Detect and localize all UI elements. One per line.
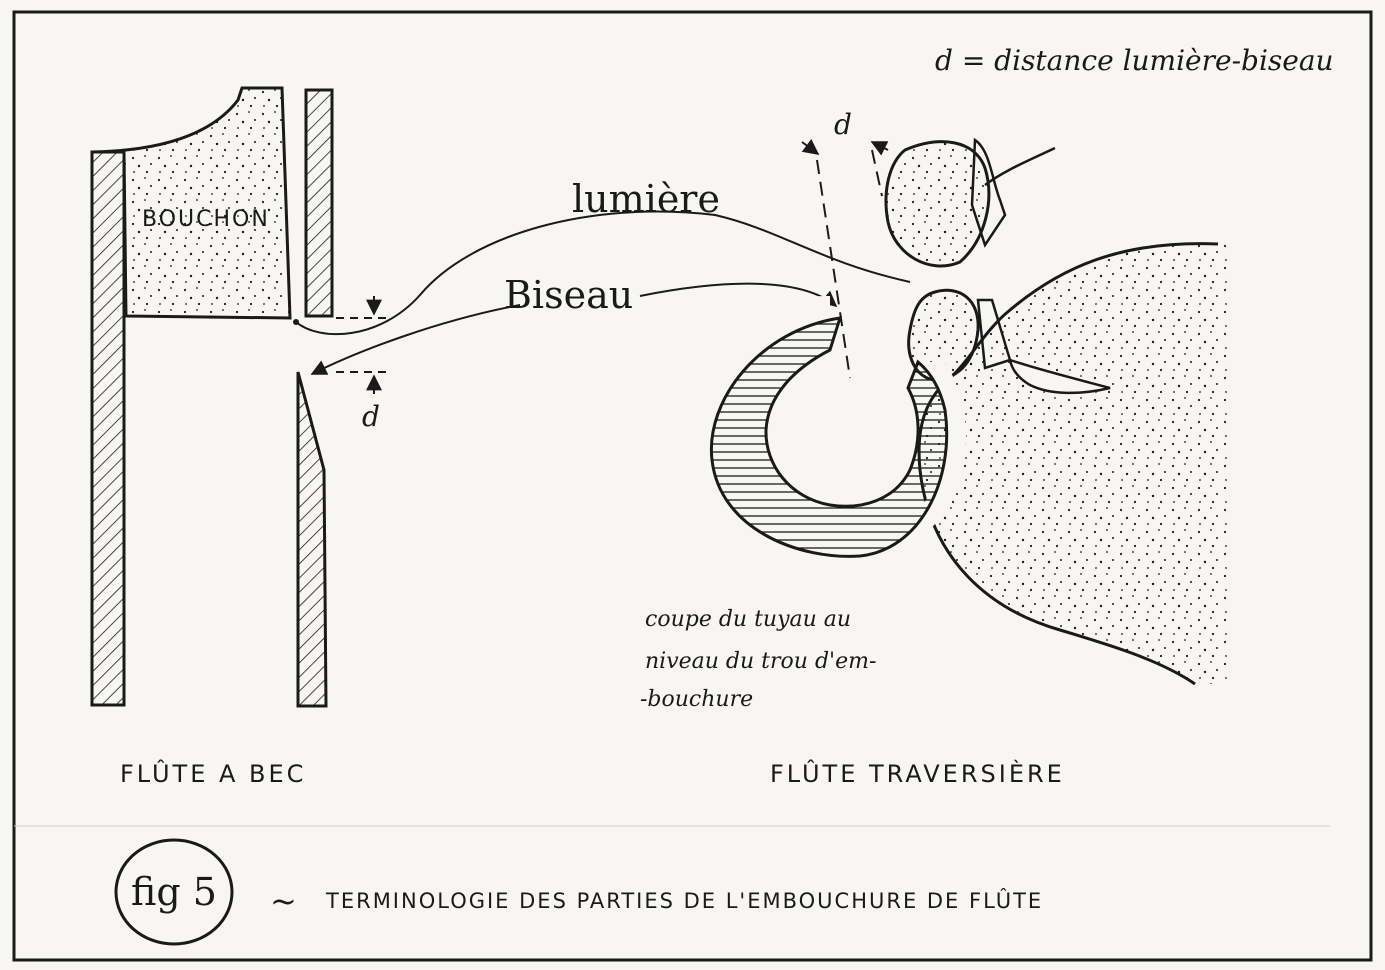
fig-separator: ~ bbox=[270, 882, 297, 920]
legend-d-definition: d = distance lumière-biseau bbox=[935, 44, 1334, 77]
upper-face-line bbox=[985, 148, 1055, 185]
d-right-arrow-right bbox=[872, 142, 888, 150]
coupe-line-3: -bouchure bbox=[640, 687, 753, 712]
bouchon-label: BOUCHON bbox=[142, 207, 270, 232]
biseau-arrow-left bbox=[312, 305, 520, 374]
transverse-section: d coupe du tuyau au niveau du trou d'em-… bbox=[640, 108, 1230, 712]
caption-flute-a-bec: FLÛTE A BEC bbox=[120, 758, 306, 788]
biseau-label: Biseau bbox=[504, 273, 633, 317]
d-right-arrow-left bbox=[802, 142, 818, 154]
fig-number: fig 5 bbox=[131, 870, 217, 914]
lumiere-label: lumière bbox=[572, 177, 720, 221]
recorder-left-wall bbox=[92, 152, 124, 705]
recorder-windway-wall bbox=[306, 90, 332, 316]
d-right-dashed-right bbox=[872, 150, 882, 196]
coupe-line-2: niveau du trou d'em- bbox=[645, 649, 876, 674]
recorder-labium-wall bbox=[298, 372, 326, 706]
recorder-section: BOUCHON d bbox=[92, 88, 390, 706]
d-right-label: d bbox=[834, 108, 852, 141]
fig-title: TERMINOLOGIE DES PARTIES DE L'EMBOUCHURE… bbox=[325, 888, 1043, 913]
d-left-label: d bbox=[362, 400, 380, 433]
caption-flute-traversiere: FLÛTE TRAVERSIÈRE bbox=[770, 758, 1065, 788]
coupe-line-1: coupe du tuyau au bbox=[645, 607, 851, 632]
